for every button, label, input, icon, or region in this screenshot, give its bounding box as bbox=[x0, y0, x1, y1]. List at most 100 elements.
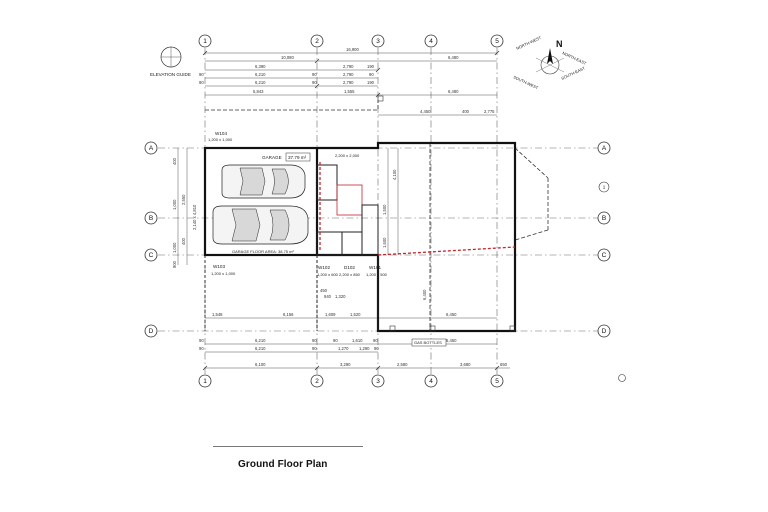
dim-top-3b: 2,790 bbox=[343, 64, 354, 69]
dim-bot-2c: 90 bbox=[312, 338, 317, 343]
dim-mid-450: 450 bbox=[320, 288, 328, 293]
car-top bbox=[221, 164, 306, 199]
dim-top-7c: 2,775 bbox=[484, 109, 495, 114]
w103-size: 1,200 x 1,000 bbox=[211, 271, 236, 276]
grid-label-1-top: 1 bbox=[203, 38, 207, 45]
dim-top-4b: 6,210 bbox=[255, 72, 266, 77]
right-dimensions: 1,500 4,100 1,600 6,400 bbox=[382, 148, 427, 300]
compass-nw: NORTH-WEST bbox=[515, 35, 542, 51]
compass-ne: NORTH-EAST bbox=[562, 50, 588, 66]
dim-bot-1a: 1,548 bbox=[212, 312, 223, 317]
dim-top-5c: 90 bbox=[312, 80, 317, 85]
grid-label-5-top: 5 bbox=[495, 38, 499, 45]
dim-top-5d: 2,790 bbox=[343, 80, 354, 85]
dim-bot-3c: 90 bbox=[312, 346, 317, 351]
title-underline bbox=[213, 446, 363, 447]
dim-mid-6400: 6,400 bbox=[422, 289, 427, 300]
grid-label-c-right: C bbox=[602, 252, 607, 259]
dwelling-walls bbox=[316, 141, 517, 333]
w101-size: 1,200 x 500 bbox=[366, 272, 388, 277]
section-marker-icon bbox=[618, 374, 626, 382]
dim-right-1: 1,500 bbox=[382, 204, 387, 215]
d102-label: D102 bbox=[344, 265, 355, 270]
dim-right-2: 4,100 bbox=[392, 169, 397, 180]
dim-bot-1b: 6,156 bbox=[283, 312, 294, 317]
grid-label-4-top: 4 bbox=[429, 38, 433, 45]
dim-top-6a: 5,843 bbox=[253, 89, 264, 94]
grid-label-c-left: C bbox=[149, 252, 154, 259]
dim-right-3: 1,600 bbox=[382, 237, 387, 248]
dim-top-6c: 6,480 bbox=[448, 89, 459, 94]
elevation-guide: ELEVATION GUIDE bbox=[150, 46, 191, 77]
grid-bubbles-top: 1 2 3 4 5 bbox=[198, 34, 504, 48]
dim-bot-3f: 90 bbox=[374, 346, 379, 351]
grid-label-d-left: D bbox=[149, 328, 154, 335]
grid-label-2-top: 2 bbox=[315, 38, 319, 45]
dim-top-7b: 400 bbox=[462, 109, 470, 114]
w102-label: W102 bbox=[318, 265, 330, 270]
labels: GARAGE 37.79 m² GARAGE FLOOR AREA: 38.75… bbox=[208, 131, 447, 347]
drawing-title: Ground Floor Plan bbox=[238, 459, 328, 470]
dim-bot-3d: 1,270 bbox=[338, 346, 349, 351]
car-bottom bbox=[212, 205, 309, 245]
room-label-garage: GARAGE bbox=[262, 155, 282, 160]
dim-top-4e: 90 bbox=[369, 72, 374, 77]
dim-bot-4d: 3,680 bbox=[460, 362, 471, 367]
grid-label-4-bottom: 4 bbox=[429, 378, 433, 385]
north-compass: N NORTH-WEST NORTH-EAST SOUTH-WEST SOUTH… bbox=[513, 35, 588, 91]
side-markers: 1 bbox=[598, 181, 626, 382]
dim-bot-1d: 1,520 bbox=[350, 312, 361, 317]
dim-left-4: 400 bbox=[181, 237, 186, 245]
dim-bot-4e: 650 bbox=[500, 362, 508, 367]
w102-size: 1,200 x 600 bbox=[317, 272, 339, 277]
north-arrow-icon bbox=[547, 48, 553, 64]
dim-top-2a: 10,080 bbox=[281, 55, 294, 60]
dim-left-6: 900 bbox=[172, 260, 177, 268]
dim-bot-2b: 6,210 bbox=[255, 338, 266, 343]
side-marker-label: 1 bbox=[603, 185, 606, 190]
door-top-size: 2,200 x 2,000 bbox=[335, 153, 360, 158]
gas-bottles-label: GAS BOTTLES bbox=[414, 340, 442, 345]
dim-bot-2a: 90 bbox=[199, 338, 204, 343]
red-section-line bbox=[377, 246, 516, 256]
dim-bot-2g: 6,450 bbox=[446, 338, 457, 343]
elevation-guide-label: ELEVATION GUIDE bbox=[150, 72, 191, 77]
garage-walls bbox=[203, 146, 319, 331]
dim-bot-4b: 3,290 bbox=[340, 362, 351, 367]
bottom-dimensions: 1,548 6,156 1,609 1,520 6,450 90 6,210 9… bbox=[199, 312, 510, 371]
dim-bot-2f: 90 bbox=[373, 338, 378, 343]
grid-label-d-right: D bbox=[602, 328, 607, 335]
grid-label-2-bottom: 2 bbox=[315, 378, 319, 385]
grid-label-b-right: B bbox=[602, 215, 606, 222]
w101-label: W101 bbox=[369, 265, 381, 270]
compass-sw: SOUTH-WEST bbox=[513, 74, 540, 90]
dim-bot-1c: 1,609 bbox=[325, 312, 336, 317]
w104-size: 1,200 x 1,000 bbox=[208, 137, 233, 142]
grid-bubbles-left: A B C D bbox=[144, 141, 158, 338]
dim-overall: 16,900 bbox=[346, 47, 359, 52]
grid-bubbles-bottom: 1 2 3 4 5 bbox=[198, 374, 504, 388]
dim-left-3: 2,550 bbox=[181, 194, 186, 205]
dim-top-3c: 190 bbox=[367, 64, 375, 69]
d102-size: 2,200 x 850 bbox=[339, 272, 361, 277]
dim-top-5e: 190 bbox=[367, 80, 375, 85]
dim-left-2: 400 bbox=[172, 157, 177, 165]
dim-bot-4c: 2,580 bbox=[397, 362, 408, 367]
dim-bot-1e: 6,450 bbox=[446, 312, 457, 317]
dim-top-6b: 1,555 bbox=[344, 89, 355, 94]
grid-label-a-right: A bbox=[602, 145, 607, 152]
dim-bot-2e: 1,610 bbox=[352, 338, 363, 343]
dim-top-4a: 90 bbox=[199, 72, 204, 77]
grid-label-a-left: A bbox=[149, 145, 154, 152]
top-dimensions: 16,900 10,080 6,480 6,390 2,790 190 90 6… bbox=[199, 47, 500, 116]
dim-mid-1320: 1,320 bbox=[335, 294, 346, 299]
dim-bot-4a: 6,100 bbox=[255, 362, 266, 367]
dim-left-1: 1,000 bbox=[172, 199, 177, 210]
dim-top-3a: 6,390 bbox=[255, 64, 266, 69]
garage-floor-area: GARAGE FLOOR AREA: 38.75 m² bbox=[232, 249, 294, 254]
dim-bot-3a: 90 bbox=[199, 346, 204, 351]
garage-area-value: 37.79 m² bbox=[288, 155, 307, 160]
dim-top-7a: 4,450 bbox=[420, 109, 431, 114]
dim-bot-3b: 6,210 bbox=[255, 346, 266, 351]
